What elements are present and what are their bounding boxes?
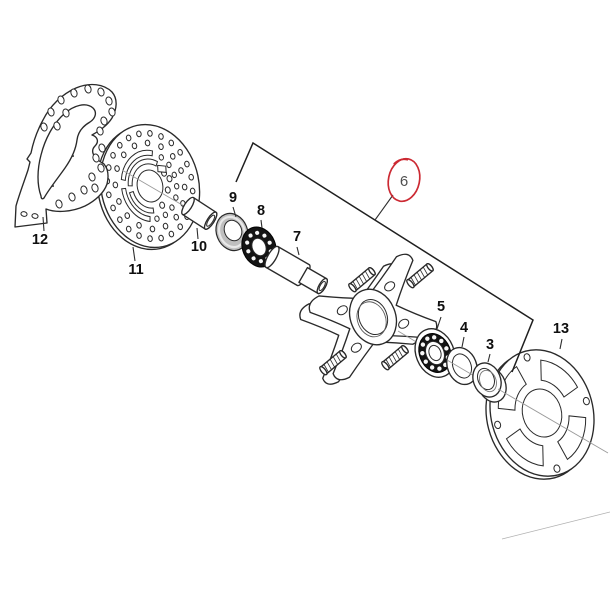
mount-plate-bolt-holes: [479, 341, 605, 485]
hub-center-boss: [348, 288, 398, 346]
sleeve-spacer-part7: [264, 245, 328, 295]
collar-bore: [477, 367, 495, 391]
secondary-axis-line: [501, 511, 610, 540]
ball-bearing-part5: [414, 328, 456, 378]
part-label-5: 5: [437, 299, 445, 315]
part-label-11: 11: [128, 262, 143, 278]
guard-rivet-mark: [72, 155, 74, 157]
disc-guard-part12: [14, 83, 117, 228]
seal-ring-part9: [215, 212, 249, 252]
leader-lines: [42, 206, 563, 363]
brake-disc-part11: [86, 115, 211, 259]
part-label-10: 10: [191, 239, 207, 255]
exploded-axis-line: [446, 359, 477, 378]
highlight-ellipse: [387, 157, 421, 203]
part-label-4: 4: [460, 320, 468, 336]
washer-part4: [446, 346, 478, 386]
bushing-part10: [181, 196, 218, 230]
mount-plate-part13: [472, 338, 608, 491]
bearing-bore: [428, 344, 442, 362]
bushing-bore: [206, 214, 216, 227]
exploded-axis-line: [397, 330, 419, 344]
mount-plate-center-hole: [517, 385, 567, 442]
part-label-7: 7: [293, 229, 301, 245]
part-label-13: 13: [553, 321, 569, 337]
mount-plate-face: [476, 338, 608, 488]
seal-ring-bore: [223, 219, 243, 242]
guard-hole-pattern: [20, 84, 116, 219]
brake-disc-face: [89, 115, 211, 257]
spacer-collar-part3: [472, 362, 507, 403]
disc-vent-slots: [115, 148, 170, 226]
part-label-3: 3: [486, 337, 494, 353]
part-label-8: 8: [257, 203, 265, 219]
hub-bore: [357, 299, 389, 335]
sleeve-bore: [318, 280, 326, 292]
bearing-bore: [251, 237, 267, 257]
guard-rivet-mark: [52, 185, 54, 187]
disc-hole-pattern: [95, 122, 205, 250]
part-label-6: 6: [400, 173, 408, 190]
part-label-12: 12: [32, 232, 48, 248]
group-callout-bracket: [235, 141, 534, 373]
disc-guard-outline: [14, 83, 117, 228]
part-label-9: 9: [229, 190, 237, 206]
wheel-stud: [379, 343, 411, 372]
exploded-axis-line: [497, 388, 609, 454]
leader-line-6: [374, 194, 394, 221]
disc-hub-details: [151, 163, 177, 209]
